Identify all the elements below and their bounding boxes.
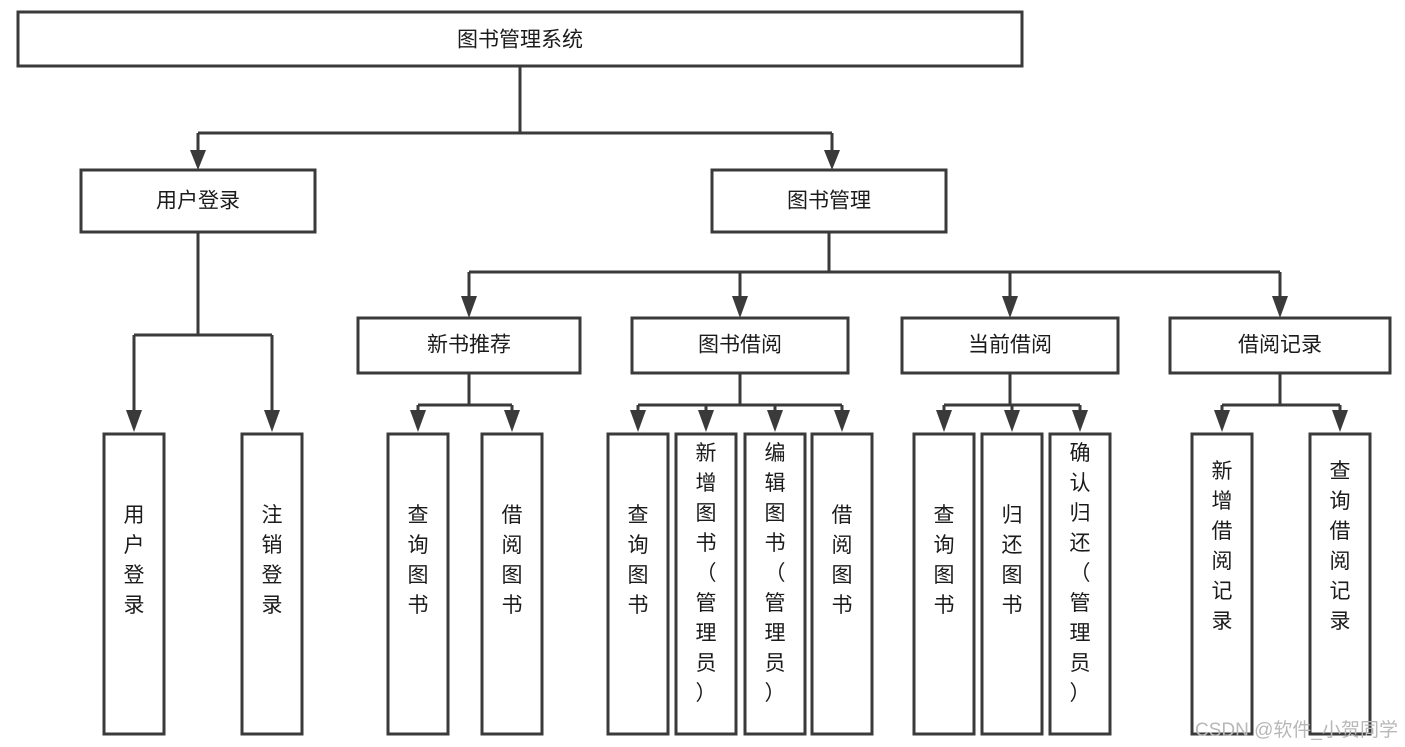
leaf-logout-box[interactable]	[240, 432, 304, 736]
leaf-cb-return-book[interactable]: 归还图书	[980, 432, 1044, 736]
leaf-nb-query-book-box[interactable]	[386, 432, 450, 736]
arrow-to-leaf-logout	[264, 410, 280, 432]
leaf-br-add-record-label: 新增借阅记录	[1212, 460, 1233, 633]
arrow-to-bb-edit-book	[767, 410, 783, 432]
node-root-label: 图书管理系统	[457, 29, 583, 52]
arrow-to-nb-borrow-book	[504, 410, 520, 432]
leaf-bb-query-book[interactable]: 查询图书	[606, 432, 670, 736]
leaf-user-login-label: 用户登录	[124, 504, 145, 617]
node-new-book-recommend[interactable]: 新书推荐	[356, 316, 582, 375]
leaf-user-login-box[interactable]	[102, 432, 166, 736]
leaf-logout-label: 注销登录	[262, 504, 283, 617]
node-book-management-label: 图书管理	[787, 190, 871, 213]
arrow-to-cb-return-book	[1004, 410, 1020, 432]
node-root-system[interactable]: 图书管理系统	[16, 10, 1024, 68]
arrow-to-new-book	[461, 296, 477, 318]
node-borrow-record-box[interactable]	[1168, 316, 1392, 375]
node-book-borrow-box[interactable]	[630, 316, 850, 375]
arrow-to-cb-query-book	[936, 410, 952, 432]
leaf-cb-query-book-label: 查询图书	[934, 504, 955, 617]
node-new-book-recommend-label: 新书推荐	[427, 334, 511, 357]
arrow-to-book-manage	[824, 150, 840, 170]
leaf-nb-query-book[interactable]: 查询图书	[386, 432, 450, 736]
arrow-to-borrow-record	[1272, 296, 1288, 318]
leaf-bb-edit-book[interactable]: 编辑图书（管理员）	[743, 432, 807, 736]
leaf-br-query-record[interactable]: 查询借阅记录	[1308, 432, 1372, 736]
leaf-nb-borrow-book-label: 借阅图书	[502, 504, 523, 617]
leaf-cb-confirm-return-label: 确认归还（管理员）	[1070, 442, 1091, 705]
leaf-nb-borrow-book-box[interactable]	[480, 432, 544, 736]
leaf-bb-query-book-box[interactable]	[606, 432, 670, 736]
leaf-cb-return-book-label: 归还图书	[1002, 504, 1023, 617]
arrow-to-nb-query-book	[410, 410, 426, 432]
leaf-bb-edit-book-label: 编辑图书（管理员）	[765, 442, 786, 705]
leaf-bb-edit-book-box[interactable]	[743, 432, 807, 736]
node-current-borrow[interactable]: 当前借阅	[900, 316, 1120, 375]
arrow-to-user-login	[190, 150, 206, 170]
leaf-br-query-record-label: 查询借阅记录	[1330, 460, 1351, 633]
node-borrow-record-label: 借阅记录	[1238, 334, 1322, 357]
leaf-bb-add-book-label: 新增图书（管理员）	[696, 442, 717, 705]
leaf-user-login[interactable]: 用户登录	[102, 432, 166, 736]
arrow-to-current-borrow	[1002, 296, 1018, 318]
node-user-login-box[interactable]	[79, 168, 317, 234]
node-current-borrow-label: 当前借阅	[968, 334, 1052, 357]
arrow-to-br-add-record	[1214, 410, 1230, 432]
leaf-cb-return-book-box[interactable]	[980, 432, 1044, 736]
node-book-management-box[interactable]	[710, 168, 948, 234]
leaf-logout[interactable]: 注销登录	[240, 432, 304, 736]
leaf-nb-query-book-label: 查询图书	[408, 504, 429, 617]
leaf-cb-query-book-box[interactable]	[912, 432, 976, 736]
leaf-bb-add-book[interactable]: 新增图书（管理员）	[674, 432, 738, 736]
leaf-bb-borrow-book-label: 借阅图书	[832, 504, 853, 617]
node-book-borrow-label: 图书借阅	[698, 334, 782, 357]
leaf-br-query-record-box[interactable]	[1308, 432, 1372, 736]
watermark-label: CSDN @软件_小贺同学	[1195, 719, 1398, 741]
node-book-management[interactable]: 图书管理	[710, 168, 948, 234]
node-book-borrow[interactable]: 图书借阅	[630, 316, 850, 375]
leaf-bb-query-book-label: 查询图书	[628, 504, 649, 617]
node-root-box[interactable]	[16, 10, 1024, 68]
node-user-login[interactable]: 用户登录	[79, 168, 317, 234]
leaf-bb-borrow-book[interactable]: 借阅图书	[810, 432, 874, 736]
arrow-to-book-borrow	[732, 296, 748, 318]
leaf-nb-borrow-book[interactable]: 借阅图书	[480, 432, 544, 736]
arrow-to-br-query-record	[1332, 410, 1348, 432]
leaf-cb-confirm-return[interactable]: 确认归还（管理员）	[1048, 432, 1112, 736]
node-new-book-recommend-box[interactable]	[356, 316, 582, 375]
arrow-to-cb-confirm-return	[1072, 410, 1088, 432]
leaf-cb-confirm-return-box[interactable]	[1048, 432, 1112, 736]
leaf-cb-query-book[interactable]: 查询图书	[912, 432, 976, 736]
leaf-br-add-record-box[interactable]	[1190, 432, 1254, 736]
arrow-to-bb-add-book	[698, 410, 714, 432]
leaf-bb-borrow-book-box[interactable]	[810, 432, 874, 736]
leaf-bb-add-book-box[interactable]	[674, 432, 738, 736]
arrow-to-bb-borrow-book	[834, 410, 850, 432]
arrow-to-bb-query-book	[630, 410, 646, 432]
connector-layer	[126, 66, 1348, 432]
arrow-to-leaf-user-login	[126, 410, 142, 432]
node-user-login-label: 用户登录	[156, 190, 240, 213]
node-current-borrow-box[interactable]	[900, 316, 1120, 375]
leaf-br-add-record[interactable]: 新增借阅记录	[1190, 432, 1254, 736]
node-borrow-record[interactable]: 借阅记录	[1168, 316, 1392, 375]
